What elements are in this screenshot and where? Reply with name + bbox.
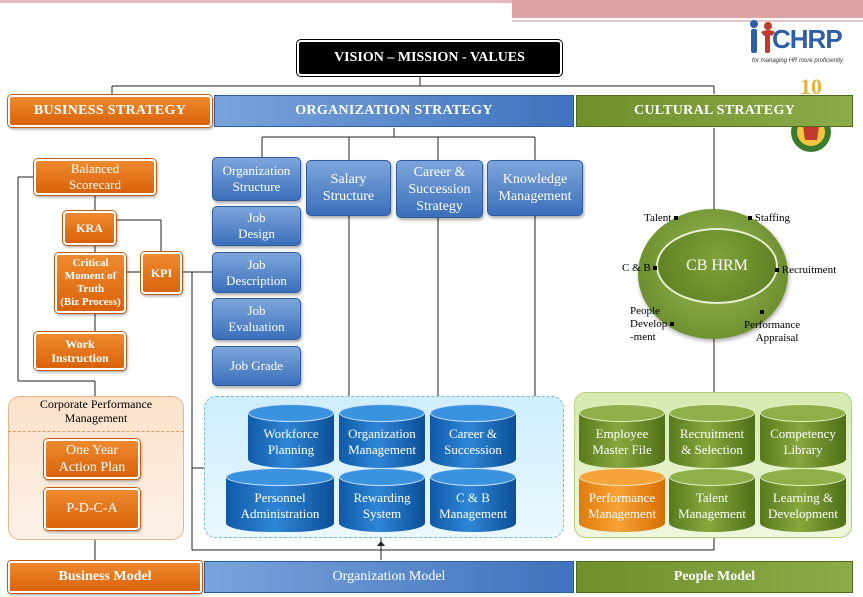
job-evaluation-box: Job Evaluation <box>212 298 301 340</box>
top-decor-stripe <box>0 0 863 3</box>
cb-hrm-people-development: People Develop -ment <box>630 305 675 344</box>
work-instruction-box: Work Instruction <box>34 332 126 370</box>
people-model-label: People Model <box>673 569 756 584</box>
balanced-scorecard-label: Balanced Scorecard <box>69 161 121 192</box>
corporate-performance-divider <box>8 431 184 432</box>
svg-text:10: 10 <box>800 74 822 99</box>
pdca-box: P-D-C-A <box>44 488 140 530</box>
pdca-label: P-D-C-A <box>66 501 118 516</box>
people-model-bar: People Model <box>576 561 853 593</box>
job-design-label: Job Design <box>238 210 275 241</box>
learning-development-cylinder: Learning &Development <box>760 468 846 532</box>
vision-mission-values-box: VISION – MISSION - VALUES <box>297 40 562 76</box>
cb-hrm-staffing: Staffing <box>748 212 790 225</box>
organization-model-bar: Organization Model <box>204 561 574 593</box>
top-decor-line <box>512 20 863 22</box>
cb-hrm-performance-appraisal: Performance Appraisal <box>744 306 800 345</box>
job-design-box: Job Design <box>212 206 301 246</box>
organization-model-label: Organization Model <box>332 569 446 584</box>
corporate-performance-title: Corporate Performance Management <box>39 397 153 425</box>
critical-moment-box: Critical Moment of Truth (Biz Process) <box>55 253 126 313</box>
top-decor-block <box>512 0 863 18</box>
job-evaluation-label: Job Evaluation <box>228 303 285 334</box>
job-description-box: Job Description <box>212 252 301 293</box>
kra-box: KRA <box>63 211 116 245</box>
cultural-strategy-header: CULTURAL STRATEGY <box>576 95 853 127</box>
vision-label: VISION – MISSION - VALUES <box>334 50 525 65</box>
logo-tagline: for managing HR more proficiently <box>752 58 844 64</box>
business-strategy-header: BUSINESS STRATEGY <box>8 95 212 127</box>
cb-hrm-recruitment: Recruitment <box>775 264 836 277</box>
people-logo-icon <box>750 20 775 53</box>
cb-hrm-talent: Talent <box>644 212 679 225</box>
job-description-label: Job Description <box>226 256 287 288</box>
job-grade-label: Job Grade <box>229 358 284 373</box>
business-model-bar: Business Model <box>8 561 202 593</box>
cb-hrm-label: CB HRM <box>686 257 748 274</box>
career-succession-strategy-box: Career & Succession Strategy <box>396 160 483 218</box>
work-instruction-label: Work Instruction <box>51 337 109 365</box>
knowledge-management-box: Knowledge Management <box>487 160 583 216</box>
organization-strategy-header: ORGANIZATION STRATEGY <box>214 95 574 127</box>
cb-hrm-cb: C & B <box>622 262 658 275</box>
one-year-action-plan-box: One Year Action Plan <box>44 439 140 479</box>
salary-structure-label: Salary Structure <box>322 172 375 204</box>
logo-text: CHRP <box>772 24 843 54</box>
kra-label: KRA <box>76 221 103 235</box>
critical-moment-label: Critical Moment of Truth (Biz Process) <box>60 257 121 308</box>
kpi-box: KPI <box>141 252 182 294</box>
job-grade-box: Job Grade <box>212 346 301 386</box>
chrp-logo: CHRP for managing HR more proficiently <box>744 18 862 68</box>
organization-structure-label: Organization Structure <box>222 163 291 194</box>
salary-structure-box: Salary Structure <box>306 160 391 216</box>
business-model-label: Business Model <box>58 569 152 584</box>
kpi-label: KPI <box>150 266 173 280</box>
recruitment-selection-cylinder: Recruitment& Selection <box>669 404 755 468</box>
knowledge-management-label: Knowledge Management <box>498 172 572 204</box>
career-succession-strategy-label: Career & Succession Strategy <box>408 164 471 214</box>
balanced-scorecard-box: Balanced Scorecard <box>34 159 156 195</box>
one-year-action-plan-label: One Year Action Plan <box>58 443 126 475</box>
organization-structure-box: Organization Structure <box>212 157 301 201</box>
career-succession-cylinder: Career &Succession <box>430 404 516 468</box>
cb-hrm-inner-ellipse: CB HRM <box>656 228 778 304</box>
